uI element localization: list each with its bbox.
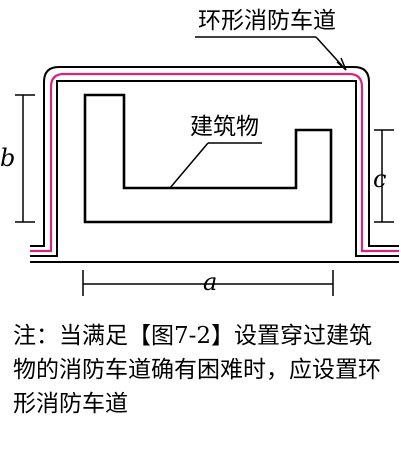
road-label: 环形消防车道: [198, 8, 336, 34]
building-label: 建筑物: [190, 114, 259, 140]
dim-a-label: a: [203, 268, 217, 296]
dim-b-label: b: [0, 144, 15, 172]
road-label-arrowhead: [336, 57, 347, 71]
road-inner-edge: [30, 80, 399, 257]
note-text: 注：当满足【图7-2】设置穿过建筑物的消防车道确有困难时，应设置环形消防车道: [13, 323, 381, 417]
dim-c-label: c: [373, 165, 386, 193]
building-outline: [83, 93, 333, 224]
building-label-leader-diag: [169, 142, 209, 189]
road-center-line: [30, 72, 399, 253]
road-outer-edge: [30, 66, 399, 247]
road-label-leader-arrow: [315, 36, 347, 71]
